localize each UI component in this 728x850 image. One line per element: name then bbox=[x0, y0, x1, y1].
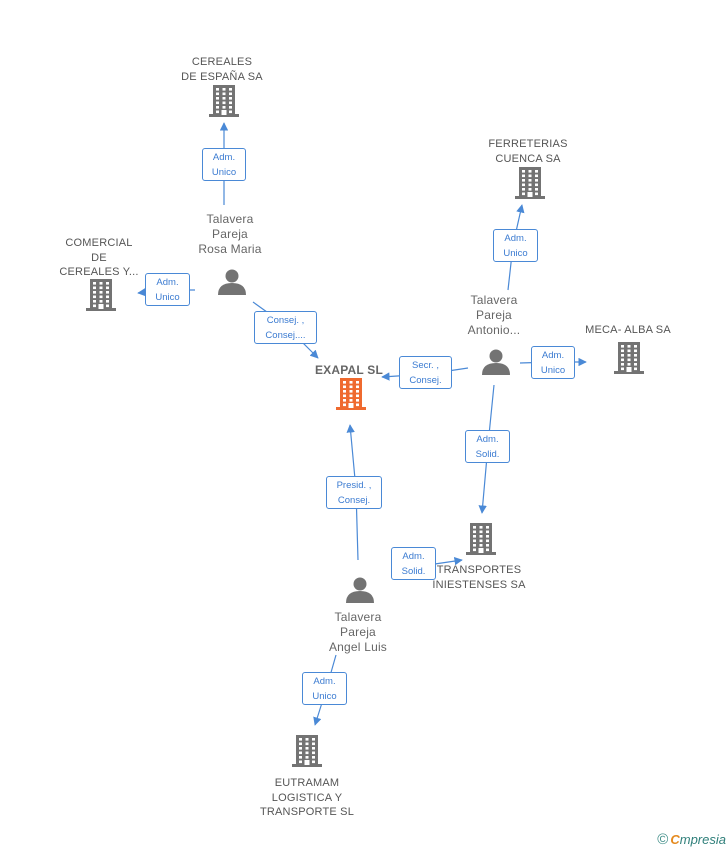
edge-label-line: Solid. bbox=[475, 449, 500, 460]
node-label-line: DE ESPAÑA SA bbox=[181, 70, 263, 83]
edge-label-antonio-to-exapal[interactable]: Secr. , Consej. bbox=[399, 356, 452, 389]
node-label-line: EUTRAMAM bbox=[274, 777, 340, 789]
edge-label-angel_luis-to-transportes_iniestenses[interactable]: Adm. Solid. bbox=[391, 547, 436, 580]
node-label-line: CEREALES Y... bbox=[59, 266, 139, 278]
node-label-line: TRANSPORTES bbox=[436, 564, 522, 576]
node-label-line: TRANSPORTE SL bbox=[259, 806, 355, 818]
edge-label-antonio-to-transportes_iniestenses[interactable]: Adm. Solid. bbox=[465, 430, 510, 463]
edge-label-line: Consej.... bbox=[265, 330, 306, 341]
edge-label-rosa_maria-to-cereales_espana[interactable]: Adm. Unico bbox=[202, 148, 246, 181]
edge-label-line: Adm. bbox=[541, 350, 565, 361]
edge-label-line: Adm. bbox=[504, 233, 527, 244]
node-label-line: Talavera bbox=[334, 610, 382, 624]
copyright-icon: © bbox=[657, 831, 669, 848]
building-icon-eutramam[interactable] bbox=[292, 735, 322, 767]
node-label-line: Talavera bbox=[206, 212, 254, 226]
edge-label-line: Unico bbox=[312, 691, 337, 702]
edge-label-line: Secr. , bbox=[412, 360, 439, 371]
node-label-exapal[interactable]: EXAPAL SL bbox=[299, 363, 399, 378]
person-icon-rosa_maria[interactable] bbox=[218, 269, 246, 296]
footer-brand[interactable]: ©Cmpresia bbox=[657, 831, 726, 848]
edge-label-line: Adm. bbox=[476, 434, 499, 445]
building-icon-cereales_espana[interactable] bbox=[209, 85, 239, 117]
node-label-line: CUENCA SA bbox=[495, 152, 561, 165]
edge-label-line: Adm. bbox=[402, 551, 425, 562]
node-label-meca_alba[interactable]: MECA- ALBA SA bbox=[573, 323, 683, 338]
node-label-line: DE bbox=[91, 251, 107, 264]
node-label-cereales_espana[interactable]: CEREALES DE ESPAÑA SA bbox=[162, 55, 282, 84]
node-label-line: Angel Luis bbox=[328, 640, 388, 654]
building-icon-meca_alba[interactable] bbox=[614, 342, 644, 374]
edge-label-line: Unico bbox=[503, 248, 528, 259]
node-label-transportes_iniestenses[interactable]: TRANSPORTES INIESTENSES SA bbox=[419, 563, 539, 592]
brand-initial: C bbox=[670, 832, 680, 847]
edge-label-line: Consej. bbox=[409, 375, 442, 386]
building-icon-ferreterias_cuenca[interactable] bbox=[515, 167, 545, 199]
node-label-line: Pareja bbox=[212, 227, 248, 241]
edge-label-line: Solid. bbox=[401, 566, 426, 577]
person-icon-angel_luis[interactable] bbox=[346, 577, 374, 604]
node-label-line: EXAPAL SL bbox=[314, 363, 384, 377]
node-label-line: FERRETERIAS bbox=[488, 138, 568, 150]
edge-label-line: Adm. bbox=[156, 277, 179, 288]
node-label-line: Pareja bbox=[340, 625, 376, 639]
edge-label-line: Unico bbox=[540, 365, 566, 376]
node-label-line: Pareja bbox=[476, 308, 512, 322]
node-label-ferreterias_cuenca[interactable]: FERRETERIAS CUENCA SA bbox=[468, 137, 588, 166]
edge-label-antonio-to-meca_alba[interactable]: Adm. Unico bbox=[531, 346, 575, 379]
node-label-eutramam[interactable]: EUTRAMAM LOGISTICA Y TRANSPORTE SL bbox=[247, 776, 367, 820]
brand-name: mpresia bbox=[679, 832, 726, 847]
edge-label-rosa_maria-to-exapal[interactable]: Consej. , Consej.... bbox=[254, 311, 317, 344]
node-label-line: Rosa Maria bbox=[198, 242, 262, 256]
edge-label-line: Adm. bbox=[212, 152, 236, 163]
edge-label-line: Consej. bbox=[337, 495, 371, 506]
node-label-line: INIESTENSES SA bbox=[432, 578, 526, 591]
node-label-line: LOGISTICA Y bbox=[271, 791, 343, 804]
person-icon-antonio[interactable] bbox=[482, 349, 510, 376]
edge-label-line: Consej. , bbox=[266, 315, 305, 326]
edge-label-line: Unico bbox=[211, 167, 237, 178]
edge-label-line: Unico bbox=[155, 292, 180, 303]
edge-label-rosa_maria-to-comercial_cereales[interactable]: Adm. Unico bbox=[145, 273, 190, 306]
building-icon-comercial_cereales[interactable] bbox=[86, 279, 116, 311]
node-label-line: Antonio... bbox=[467, 323, 521, 337]
node-label-line: CEREALES bbox=[191, 56, 253, 68]
edge-label-antonio-to-ferreterias_cuenca[interactable]: Adm. Unico bbox=[493, 229, 538, 262]
node-label-line: Talavera bbox=[470, 293, 518, 307]
edge-label-line: Adm. bbox=[313, 676, 336, 687]
node-label-line: MECA- ALBA SA bbox=[585, 324, 671, 336]
building-icon-transportes_iniestenses[interactable] bbox=[466, 523, 496, 555]
node-label-line: COMERCIAL bbox=[65, 237, 133, 249]
icons-layer bbox=[86, 85, 644, 767]
edge-label-angel_luis-to-exapal[interactable]: Presid. , Consej. bbox=[326, 476, 382, 509]
edge-label-angel_luis-to-eutramam[interactable]: Adm. Unico bbox=[302, 672, 347, 705]
edge-label-line: Presid. , bbox=[336, 480, 372, 491]
building-icon-exapal[interactable] bbox=[336, 378, 366, 410]
node-label-comercial_cereales[interactable]: COMERCIAL DE CEREALES Y... bbox=[44, 236, 154, 280]
